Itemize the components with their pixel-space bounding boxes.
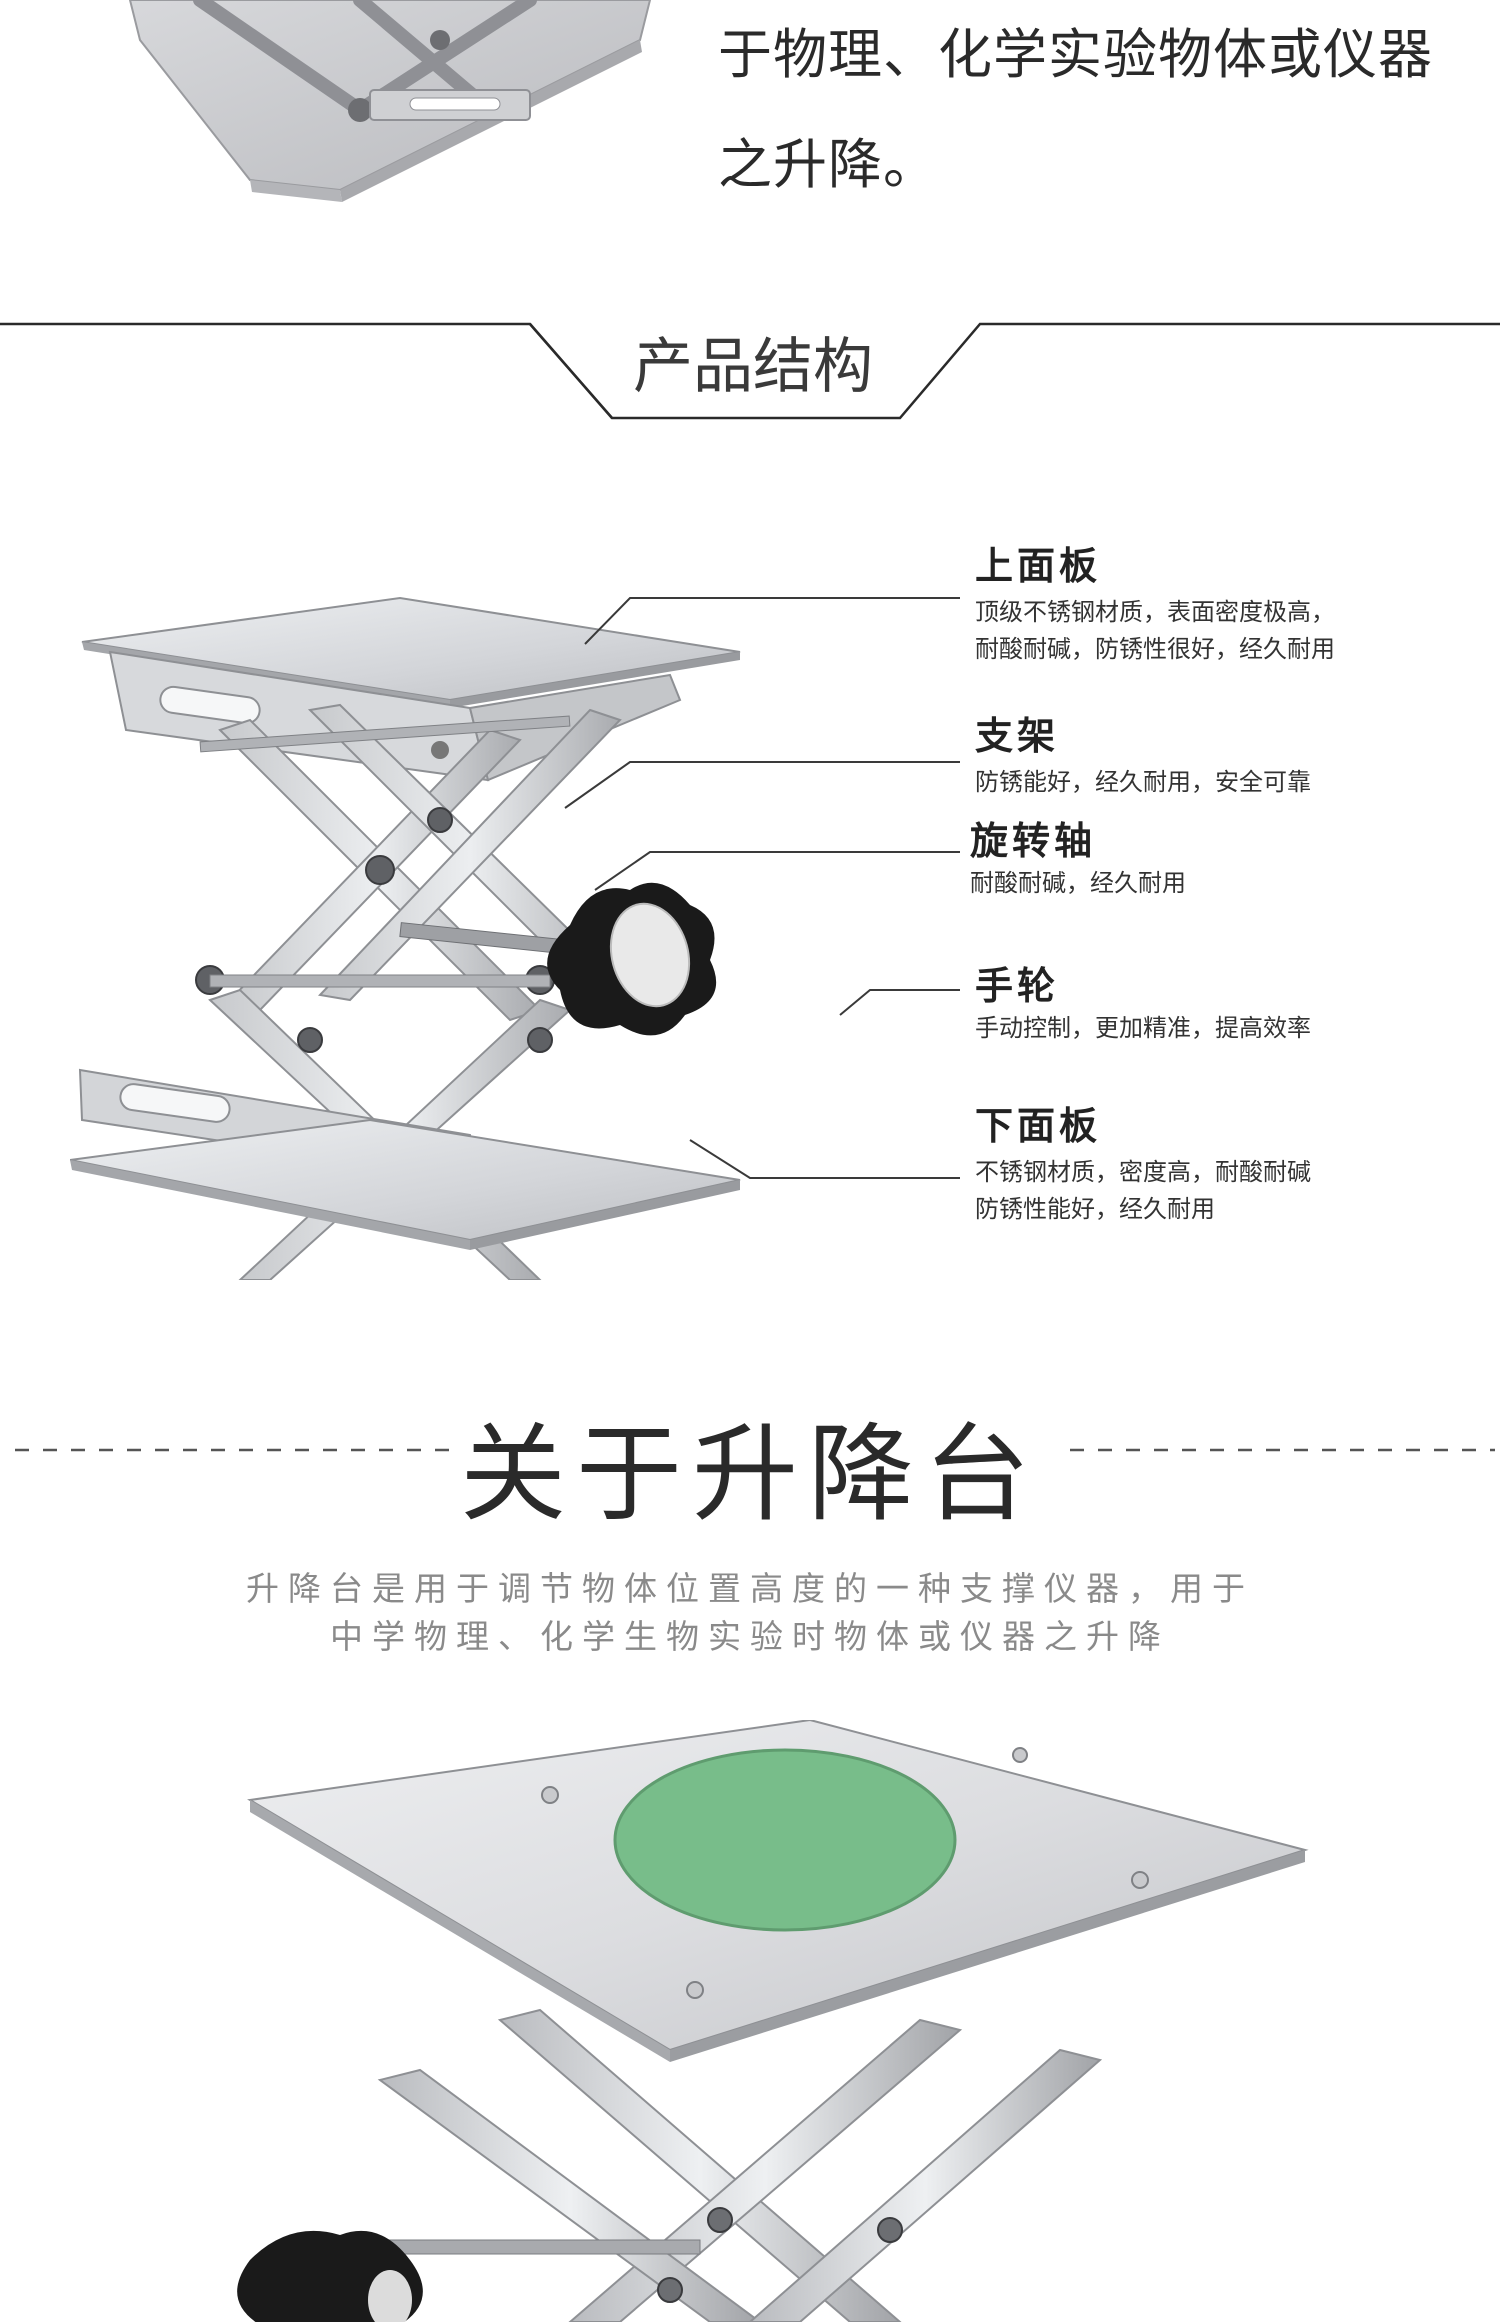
component-bottom-plate: 下面板 不锈钢材质，密度高，耐酸耐碱 防锈性能好，经久耐用 [975, 1095, 1311, 1228]
component-name: 旋转轴 [970, 818, 1097, 863]
component-desc: 耐酸耐碱，经久耐用 [970, 869, 1186, 897]
component-rotating-shaft: 旋转轴 耐酸耐碱，经久耐用 [970, 810, 1186, 902]
intro-line: 于物理、化学实验物体或仪器 [718, 23, 1433, 86]
intro-paragraph: 于物理、化学实验物体或仪器 之升降。 [718, 0, 1478, 220]
component-desc: 防锈性能好，经久耐用 [975, 1195, 1215, 1223]
component-top-plate: 上面板 顶级不锈钢材质，表面密度极高， 耐酸耐碱，防锈性很好，经久耐用 [975, 535, 1335, 668]
component-name: 手轮 [975, 963, 1060, 1008]
component-bracket: 支架 防锈能好，经久耐用，安全可靠 [975, 705, 1311, 801]
about-description: 升降台是用于调节物体位置高度的一种支撑仪器，用于 中学物理、化学生物实验时物体或… [150, 1565, 1350, 1661]
component-desc: 防锈能好，经久耐用，安全可靠 [975, 768, 1311, 796]
component-desc: 不锈钢材质，密度高，耐酸耐碱 [975, 1158, 1311, 1186]
component-name: 支架 [975, 713, 1060, 758]
component-handwheel: 手轮 手动控制，更加精准，提高效率 [975, 955, 1311, 1047]
component-name: 上面板 [975, 543, 1102, 588]
lab-jack-diagram-image [70, 596, 741, 1280]
intro-line: 之升降。 [718, 133, 938, 196]
about-desc-line: 升降台是用于调节物体位置高度的一种支撑仪器，用于 [246, 1569, 1254, 1608]
component-desc: 手动控制，更加精准，提高效率 [975, 1014, 1311, 1042]
component-desc: 顶级不锈钢材质，表面密度极高， [975, 598, 1335, 626]
section-title-structure: 产品结构 [633, 332, 873, 402]
callout-lines [564, 597, 960, 1179]
bottom-product-image [237, 1720, 1309, 2322]
component-desc: 耐酸耐碱，防锈性很好，经久耐用 [975, 635, 1335, 663]
about-desc-line: 中学物理、化学生物实验时物体或仪器之升降 [330, 1617, 1170, 1656]
component-name: 下面板 [975, 1103, 1102, 1148]
top-product-image [128, 0, 652, 202]
section-header-frame [0, 322, 1500, 420]
section-title-about: 关于升降台 [460, 1413, 1040, 1536]
